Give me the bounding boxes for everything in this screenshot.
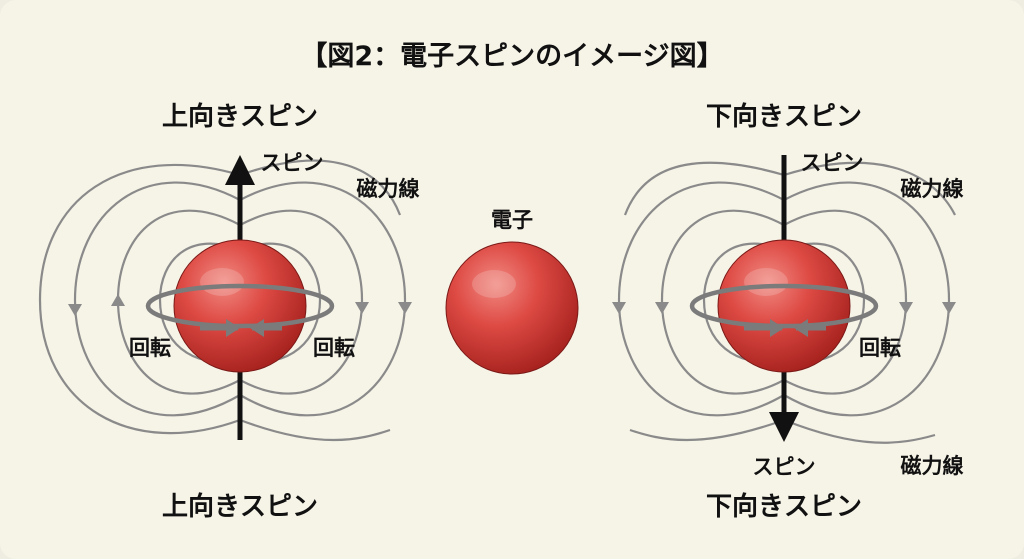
field-arrow-icon: [398, 302, 412, 314]
rotation-arrow-icon: [794, 319, 808, 337]
field-line: [783, 161, 956, 216]
down-spin-heading-top: 下向きスピン: [705, 102, 863, 132]
field-arrow-icon: [68, 304, 82, 316]
down-field-line-label-bottom: 磁力線: [900, 454, 964, 478]
field-line: [783, 181, 951, 417]
rotation-arrow-icon: [226, 319, 240, 337]
field-line: [617, 181, 785, 417]
down-spin-label-bottom: スピン: [752, 455, 816, 479]
up-spin-label: スピン: [260, 151, 324, 175]
electron-ball: [445, 241, 579, 375]
up-spin-heading-bottom: 上向きスピン: [161, 492, 319, 522]
field-line: [239, 159, 402, 216]
field-arrow-icon: [612, 302, 626, 314]
field-line: [239, 181, 407, 417]
field-line: [629, 418, 785, 442]
electron-ball: [173, 239, 307, 373]
up-rotation-label-right: 回転: [313, 336, 355, 360]
field-line: [239, 209, 364, 395]
rotation-arrow-icon: [250, 319, 264, 337]
spin-up-arrow-icon: [225, 155, 255, 185]
field-arrow-icon: [942, 302, 956, 314]
spin-down-arrow-icon: [769, 412, 799, 442]
field-line: [783, 209, 908, 395]
electron-highlight: [200, 268, 244, 296]
field-line: [239, 418, 391, 442]
up-spin-group: [38, 155, 412, 442]
down-rotation-label: 回転: [859, 336, 901, 360]
field-line: [783, 418, 936, 444]
up-rotation-label-left: 回転: [129, 336, 171, 360]
down-spin-label-top: スピン: [800, 151, 864, 175]
electron-highlight: [472, 270, 516, 298]
rotation-ring: [145, 283, 335, 329]
down-spin-heading-bottom: 下向きスピン: [705, 492, 863, 522]
diagram-title: 【図2：電子スピンのイメージ図】: [300, 41, 724, 72]
center-electron-group: [445, 241, 579, 375]
field-line: [73, 181, 241, 417]
electron-ball: [717, 239, 851, 373]
field-line: [660, 209, 785, 395]
electron-label: 電子: [491, 208, 533, 232]
down-spin-group: [612, 155, 956, 444]
field-line: [38, 163, 241, 435]
up-field-line-label: 磁力線: [356, 177, 420, 201]
field-arrow-icon: [655, 302, 669, 314]
rotation-ring: [689, 283, 879, 329]
electron-highlight: [744, 268, 788, 296]
down-field-line-label-top: 磁力線: [900, 177, 964, 201]
field-line: [623, 161, 785, 216]
field-arrow-icon: [899, 302, 913, 314]
field-arrow-icon: [111, 294, 125, 306]
field-arrow-icon: [355, 302, 369, 314]
up-spin-heading-top: 上向きスピン: [161, 102, 319, 132]
rotation-arrow-icon: [770, 319, 784, 337]
